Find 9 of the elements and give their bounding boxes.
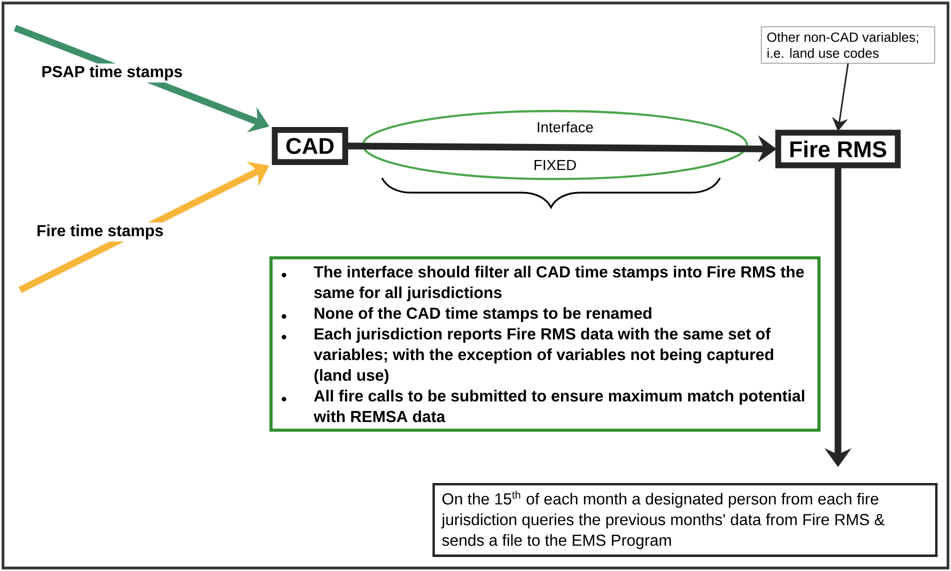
edge-label: Fire time stamps — [34, 222, 166, 242]
system-box: Fire RMS — [775, 130, 901, 168]
system-box: CAD — [272, 127, 348, 165]
edge-label: PSAP time stamps — [39, 64, 185, 82]
procedure-box: On the 15$^{th}$ of each month a designated person from each fire jurisdiction queries the previous months' data from Fire RMS & sends a file to the EMS Program — [432, 483, 938, 557]
requirements-box: The interface should filter all CAD time stamps into Fire RMS the same for all jurisdictions None of the CAD time stamps to be renamed Each jurisdiction reports Fire RMS data with the same set of variables; with the exception of variables not being captured (land use) All fire calls to be submitted to ensure maximum match potential with REMSA data — [269, 256, 821, 432]
note-box: Other non-CAD variables; i.e. land use codes — [760, 26, 936, 64]
interface-label: FIXED — [534, 160, 576, 170]
edge-label: Interface — [534, 120, 596, 134]
